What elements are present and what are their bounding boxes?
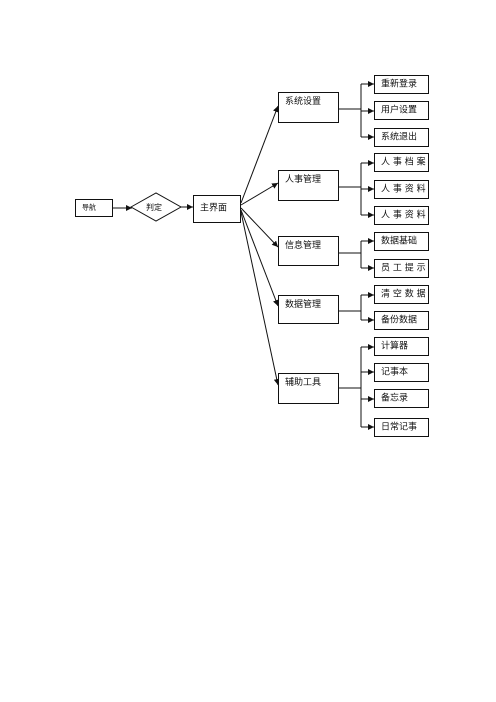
main-node[interactable]: 主界面 [193, 195, 241, 223]
module-label: 人事管理 [285, 175, 322, 185]
leaf-label: 人 事 资 料 [381, 184, 426, 194]
leaf-node[interactable]: 用户设置 [374, 101, 429, 120]
leaf-label: 员 工 提 示 [381, 263, 426, 273]
leaf-label: 系统退出 [381, 132, 418, 142]
leaf-label: 清 空 数 据 [381, 289, 426, 299]
module-label: 信息管理 [285, 241, 322, 251]
leaf-label: 备份数据 [381, 315, 418, 325]
leaf-node[interactable]: 计算器 [374, 337, 429, 356]
connector-main-to-module-1 [240, 105, 279, 204]
leaf-node[interactable]: 系统退出 [374, 128, 429, 147]
leaf-node[interactable]: 人 事 档 案 [374, 153, 429, 172]
connector-main-to-module-3 [240, 207, 279, 248]
module-node-system-settings[interactable]: 系统设置 [278, 92, 339, 123]
branch-group-4 [339, 292, 374, 323]
leaf-node[interactable]: 备忘录 [374, 389, 429, 408]
leaf-label: 人 事 档 案 [381, 157, 426, 167]
leaf-node[interactable]: 人 事 资 料 [374, 180, 429, 199]
connector-main-to-module-2 [240, 182, 279, 206]
leaf-label: 计算器 [381, 341, 409, 351]
module-label: 系统设置 [285, 97, 322, 107]
start-node-label: 导航 [82, 203, 96, 212]
start-node[interactable]: 导航 [75, 199, 113, 217]
leaf-label: 记事本 [381, 367, 409, 377]
module-node-data[interactable]: 数据管理 [278, 295, 339, 324]
leaf-node[interactable]: 员 工 提 示 [374, 259, 429, 278]
module-label: 辅助工具 [285, 378, 322, 388]
leaf-node[interactable]: 人 事 资 料 [374, 206, 429, 225]
leaf-label: 重新登录 [381, 79, 418, 89]
module-node-personnel[interactable]: 人事管理 [278, 170, 339, 201]
leaf-node[interactable]: 数据基础 [374, 232, 429, 251]
connector-main-to-module-4 [240, 209, 279, 307]
main-node-label: 主界面 [200, 203, 228, 214]
branch-group-2 [339, 160, 374, 218]
leaf-label: 日常记事 [381, 422, 418, 432]
leaf-node[interactable]: 日常记事 [374, 418, 429, 437]
branch-group-5 [339, 344, 374, 430]
module-node-tools[interactable]: 辅助工具 [278, 373, 339, 404]
leaf-label: 用户设置 [381, 105, 418, 115]
branch-group-1 [339, 81, 374, 140]
leaf-node[interactable]: 重新登录 [374, 75, 429, 94]
module-label: 数据管理 [285, 300, 322, 310]
leaf-label: 备忘录 [381, 393, 409, 403]
leaf-node[interactable]: 清 空 数 据 [374, 285, 429, 304]
leaf-label: 数据基础 [381, 236, 418, 246]
leaf-node[interactable]: 记事本 [374, 363, 429, 382]
leaf-label: 人 事 资 料 [381, 210, 426, 220]
leaf-node[interactable]: 备份数据 [374, 311, 429, 330]
branch-group-3 [339, 238, 374, 271]
module-node-info[interactable]: 信息管理 [278, 236, 339, 266]
decision-label: 判定 [146, 203, 162, 212]
connector-main-to-module-5 [240, 211, 280, 386]
